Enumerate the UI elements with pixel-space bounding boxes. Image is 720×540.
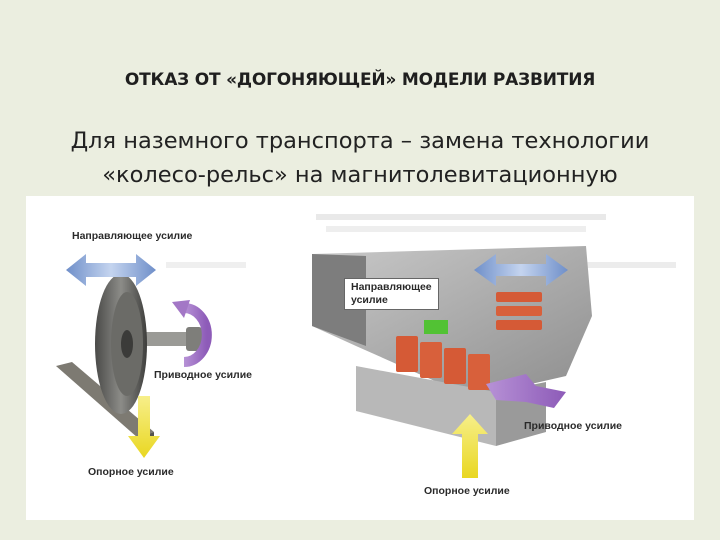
maglev-driving-force-arrow	[486, 374, 566, 408]
subtitle-line-2: «колесо-рельс» на магнитолевитационную	[102, 162, 618, 188]
guiding-force-arrow	[66, 254, 156, 286]
figure-illustration	[56, 214, 676, 478]
sensor-block	[424, 320, 448, 334]
subtitle-line-1: Для наземного транспорта – замена технол…	[70, 128, 650, 154]
slide-title: ОТКАЗ ОТ «ДОГОНЯЮЩЕЙ» МОДЕЛИ РАЗВИТИЯ	[124, 70, 596, 90]
wheel-rail-diagram	[56, 254, 212, 458]
wheel-support-force-label: Опорное усилие	[88, 466, 174, 478]
maglev-driving-force-label: Приводное усилие	[524, 420, 623, 432]
wheel-driving-force-label: Приводное усилие	[154, 369, 253, 381]
rail	[56, 362, 154, 438]
comparison-figure: Направляющее усилие Приводное усилие Опо…	[26, 196, 694, 520]
maglev-guiding-force-arrow	[474, 254, 568, 286]
support-magnets	[396, 336, 490, 390]
slide-subtitle: Для наземного транспорта – замена технол…	[10, 124, 710, 192]
guide-magnets	[496, 292, 542, 330]
maglev-support-force-label: Опорное усилие	[424, 485, 510, 497]
wheel-guiding-force-label: Направляющее усилие	[72, 230, 193, 242]
support-force-arrow	[128, 396, 160, 458]
maglev-guiding-force-label-line-1: Направляющее	[351, 281, 432, 293]
maglev-guiding-force-label: Направляющее усилие	[344, 278, 439, 310]
maglev-guiding-force-label-line-2: усилие	[351, 294, 388, 306]
maglev-support-force-arrow	[452, 414, 488, 478]
driving-force-arrow	[183, 303, 212, 367]
maglev-diagram	[166, 214, 676, 478]
